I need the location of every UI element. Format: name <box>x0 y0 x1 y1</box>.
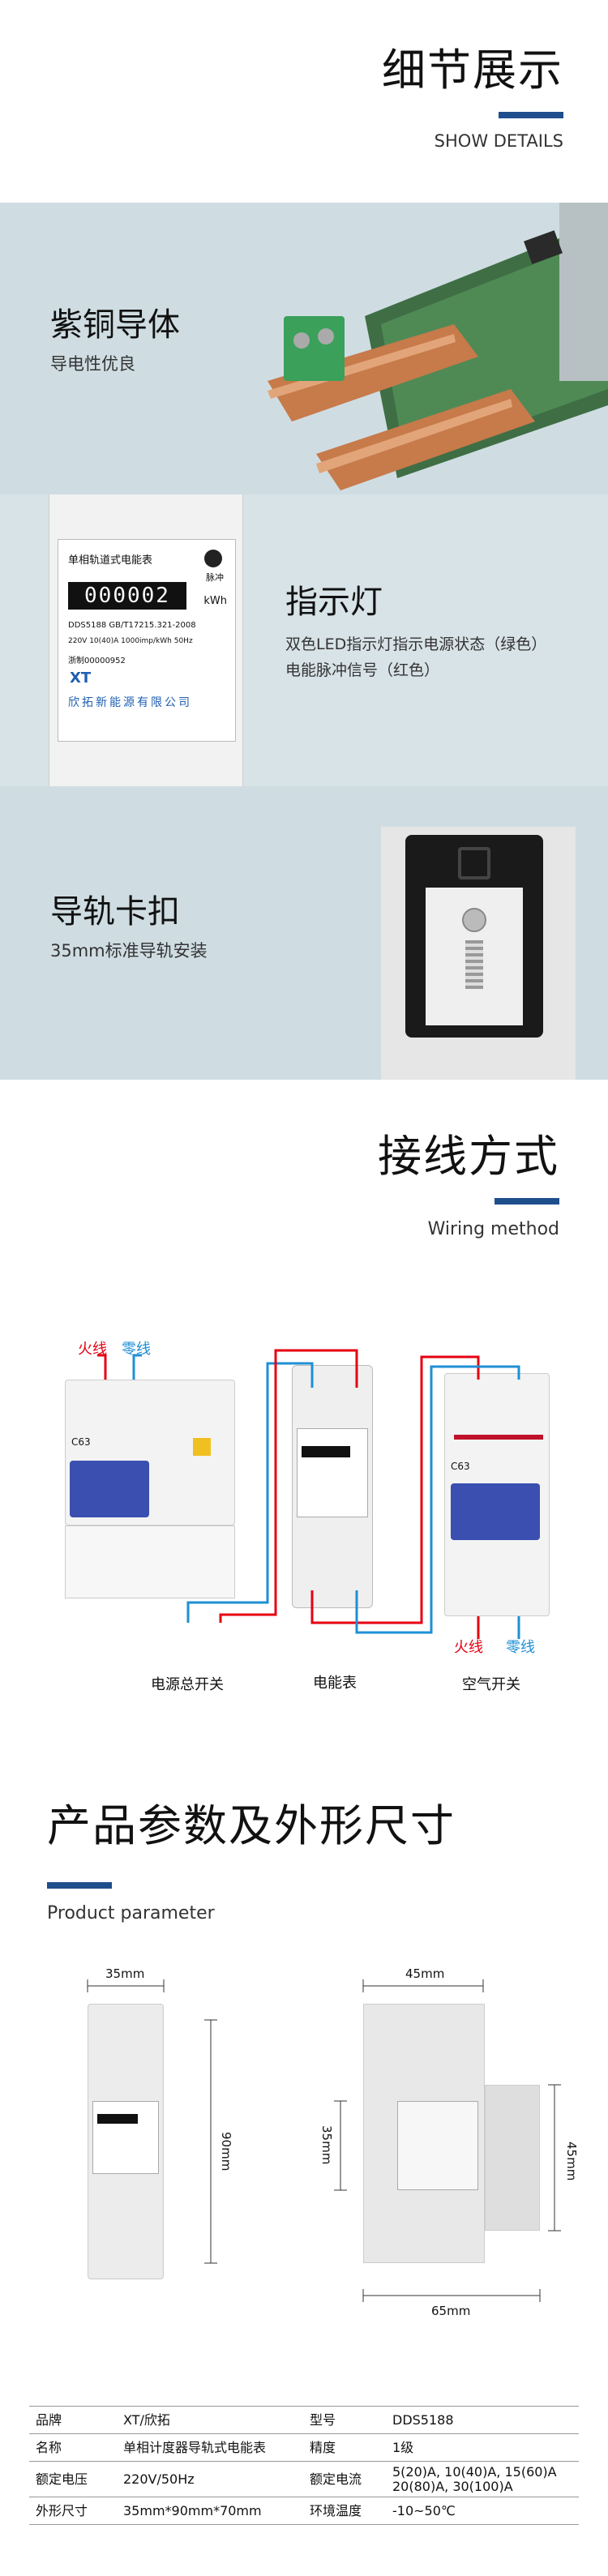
feature-copper: 紫铜导体 导电性优良 <box>0 203 608 494</box>
table-row: 品牌 XT/欣拓 型号 DDS5188 <box>29 2406 579 2434</box>
fire-line-label-2: 火线 <box>454 1639 483 1656</box>
main-breaker-handle <box>70 1461 149 1517</box>
meter-cert: 浙制00000952 <box>68 657 126 665</box>
dim-length: 65mm <box>431 2304 471 2318</box>
clip-slot <box>458 847 490 879</box>
wiring-subtitle: Wiring method <box>427 1219 559 1239</box>
feature-indicator-desc2: 电能脉冲信号（红色） <box>285 661 440 679</box>
spec-key: 环境温度 <box>303 2497 386 2525</box>
meter-panel: 单相轨道式电能表 脉冲 000002 kWh DDS5188 GB/T17215… <box>58 539 236 742</box>
dimension-lines <box>87 1979 561 2302</box>
spec-value: DDS5188 <box>386 2406 579 2434</box>
meter-led-icon <box>204 550 222 567</box>
dim-height: 90mm <box>219 2132 233 2172</box>
spec-value: 220V/50Hz <box>117 2461 303 2497</box>
feature-indicator: 单相轨道式电能表 脉冲 000002 kWh DDS5188 GB/T17215… <box>0 494 608 786</box>
main-breaker-base <box>65 1525 235 1598</box>
product-title: 产品参数及外形尺寸 <box>47 1800 456 1851</box>
meter-display: 000002 <box>68 582 186 610</box>
spec-key: 型号 <box>303 2406 386 2434</box>
meter-maker: 欣拓新能源有限公司 <box>68 696 192 709</box>
feature-indicator-desc1: 双色LED指示灯指示电源状态（绿色） <box>285 635 547 653</box>
spec-key: 额定电流 <box>303 2461 386 2497</box>
feature-rail-clip: 导轨卡扣 35mm标准导轨安装 <box>0 786 608 1080</box>
spec-key: 名称 <box>29 2433 117 2462</box>
details-subtitle: SHOW DETAILS <box>434 131 563 151</box>
main-switch-label: 电源总开关 <box>151 1676 224 1693</box>
spec-value-line2: 20(80)A, 30(100)A <box>392 2478 513 2494</box>
meter-unit: kWh <box>203 595 227 607</box>
wiring-meter-display <box>302 1446 350 1457</box>
spec-value: XT/欣拓 <box>117 2406 303 2434</box>
feature-rail-title: 导轨卡扣 <box>50 893 180 931</box>
details-header: 细节展示 SHOW DETAILS <box>0 0 608 203</box>
zero-line-label: 零线 <box>122 1341 151 1358</box>
feature-rail-desc: 35mm标准导轨安装 <box>50 941 208 961</box>
table-row: 名称 单相计度器导轨式电能表 精度 1级 <box>29 2433 579 2462</box>
side-view-rear <box>485 2085 540 2231</box>
details-title: 细节展示 <box>382 45 563 96</box>
meter-rating: 220V 10(40)A 1000imp/kWh 50Hz <box>68 637 193 645</box>
spec-key: 外形尺寸 <box>29 2497 117 2525</box>
dim-width: 35mm <box>105 1966 145 1981</box>
main-breaker-label: C63 <box>71 1436 91 1448</box>
main-breaker-test <box>193 1438 211 1456</box>
air-switch-label: C63 <box>451 1461 470 1472</box>
front-view-panel <box>92 2101 159 2174</box>
feature-copper-desc: 导电性优良 <box>50 354 135 374</box>
feature-indicator-title: 指示灯 <box>285 584 383 621</box>
wiring-title: 接线方式 <box>378 1131 559 1182</box>
title-underline <box>499 112 563 118</box>
front-view-display <box>97 2114 138 2124</box>
wiring-header: 接线方式 Wiring method <box>0 1080 608 1299</box>
dim-depth: 45mm <box>405 1966 445 1981</box>
table-row: 额定电压 220V/50Hz 额定电流 5(20)A, 10(40)A, 15(… <box>29 2461 579 2497</box>
spec-value: 单相计度器导轨式电能表 <box>117 2433 303 2462</box>
wiring-diagram: C63 C63 火线 零线 火线 零线 电源总开关 电能表 空气开关 <box>0 1299 608 1736</box>
fire-line-label: 火线 <box>78 1341 107 1358</box>
air-switch-stripe <box>454 1435 543 1440</box>
meter-photo: 单相轨道式电能表 脉冲 000002 kWh DDS5188 GB/T17215… <box>49 494 243 786</box>
air-switch-handle <box>451 1483 540 1540</box>
product-subtitle: Product parameter <box>47 1903 215 1923</box>
meter-label: 电能表 <box>313 1675 357 1692</box>
dim-side2: 45mm <box>564 2142 579 2181</box>
meter-model: DDS5188 GB/T17215.321-2008 <box>68 621 196 630</box>
spec-value: 35mm*90mm*70mm <box>117 2497 303 2525</box>
spec-value-line1: 5(20)A, 10(40)A, 15(60)A <box>392 2463 557 2480</box>
spec-key: 品牌 <box>29 2406 117 2434</box>
meter-pulse: 脉冲 <box>206 572 224 583</box>
dimensions: 35mm 90mm 45mm 35mm 45mm 65mm <box>0 1955 608 2393</box>
meter-brand: XT <box>70 670 92 687</box>
zero-line-label-2: 零线 <box>506 1639 535 1656</box>
wiring-underline <box>495 1198 559 1205</box>
spec-key: 精度 <box>303 2433 386 2462</box>
feature-copper-title: 紫铜导体 <box>50 306 180 344</box>
wiring-meter-panel <box>297 1428 368 1517</box>
screw-icon <box>462 908 486 932</box>
spec-key: 额定电压 <box>29 2461 117 2497</box>
spec-table: 品牌 XT/欣拓 型号 DDS5188 名称 单相计度器导轨式电能表 精度 1级… <box>29 2406 579 2525</box>
spring-icon <box>465 940 483 989</box>
rail-clip-photo <box>381 827 576 1080</box>
spec-value: 1级 <box>386 2433 579 2462</box>
product-underline <box>47 1882 112 1889</box>
table-row: 外形尺寸 35mm*90mm*70mm 环境温度 -10~50℃ <box>29 2497 579 2525</box>
spec-value: -10~50℃ <box>386 2497 579 2525</box>
dim-side1: 35mm <box>319 2125 334 2165</box>
product-header: 产品参数及外形尺寸 Product parameter <box>0 1736 608 1955</box>
copper-conductor-photo <box>268 203 608 490</box>
air-switch-caption: 空气开关 <box>462 1676 520 1693</box>
side-view-panel <box>397 2101 478 2190</box>
meter-name: 单相轨道式电能表 <box>68 554 153 567</box>
wires <box>97 1349 520 1639</box>
